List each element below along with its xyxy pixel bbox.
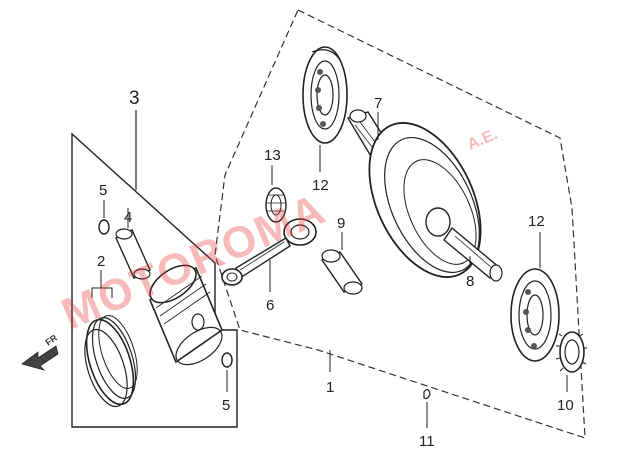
- callout-12-top: 12: [312, 177, 329, 194]
- bearing-top: [302, 46, 348, 144]
- front-label: FR: [44, 332, 60, 347]
- callout-4: 4: [124, 209, 132, 226]
- callout-3: 3: [129, 88, 140, 109]
- callout-1: 1: [326, 379, 334, 396]
- callout-2: 2: [97, 253, 105, 270]
- piston-pin: [115, 228, 151, 280]
- connecting-rod: [221, 218, 317, 286]
- callout-13: 13: [264, 147, 281, 164]
- bearing-right: [510, 268, 560, 362]
- circlip-top: [98, 219, 110, 235]
- callout-5-top: 5: [99, 182, 107, 199]
- needle-bearing: [265, 187, 287, 223]
- crankshaft: [346, 109, 503, 282]
- watermark-suffix: A.E.: [465, 126, 500, 154]
- woodruff-key: [423, 388, 431, 400]
- piston-rings: [84, 315, 138, 408]
- crank-pin: [320, 249, 364, 295]
- callout-6: 6: [266, 297, 274, 314]
- callout-12-right: 12: [528, 213, 545, 230]
- arrow-left-icon: [21, 345, 59, 371]
- callout-5-bottom: 5: [222, 397, 230, 414]
- circlip-bottom: [221, 352, 233, 368]
- callout-8: 8: [466, 273, 474, 290]
- callout-7: 7: [374, 95, 382, 112]
- front-arrow: FR: [21, 332, 60, 371]
- callout-11: 11: [419, 433, 435, 450]
- piston-group-box: [71, 132, 238, 428]
- piston: [149, 264, 223, 366]
- gear-nut: [555, 331, 587, 373]
- callout-10: 10: [557, 397, 574, 414]
- callout-9: 9: [337, 215, 345, 232]
- assembly-outline-dashed: [214, 9, 586, 439]
